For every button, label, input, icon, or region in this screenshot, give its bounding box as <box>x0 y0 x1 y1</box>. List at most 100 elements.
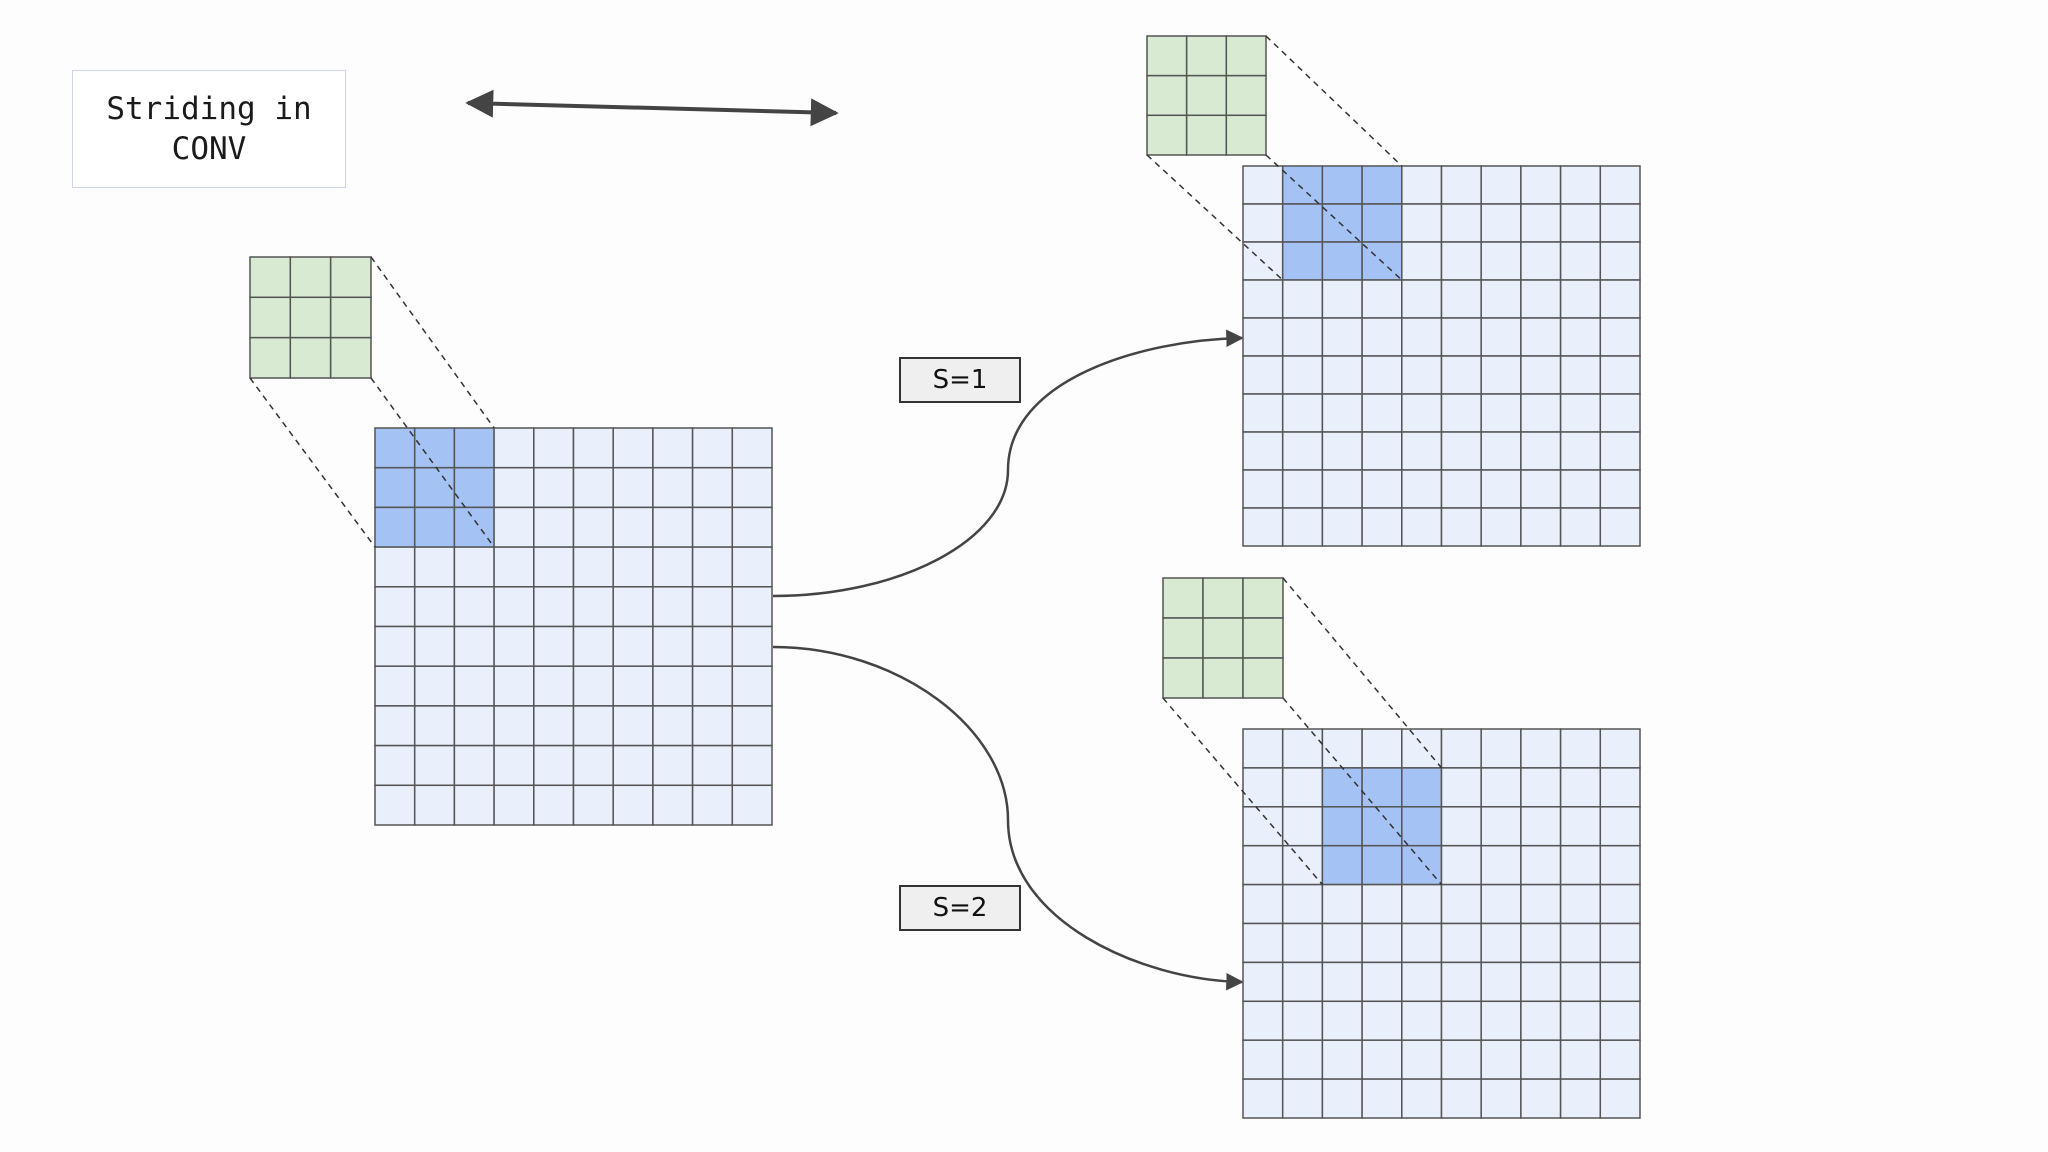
kernel-cell <box>1202 657 1244 699</box>
grid-cell <box>1281 767 1324 808</box>
highlighted-cell <box>1321 806 1363 847</box>
grid-cell <box>1520 165 1562 205</box>
projection-line <box>1282 577 1443 769</box>
kernel-cell <box>249 256 292 299</box>
grid-cell <box>1281 922 1324 964</box>
grid-cell <box>572 546 614 588</box>
grid-cell <box>612 466 654 509</box>
double-arrow <box>465 89 839 127</box>
grid-cell <box>1480 241 1522 281</box>
grid-cell <box>691 546 734 588</box>
grid-cell <box>612 784 654 826</box>
grid-cell <box>1242 165 1284 205</box>
grid-cell <box>1520 469 1562 509</box>
kernel-cell <box>1146 74 1188 117</box>
output-grid-stride-one <box>1146 35 1641 547</box>
grid-cell <box>731 546 773 588</box>
grid-cell <box>652 784 694 826</box>
grid-cell <box>1242 279 1284 319</box>
grid-cell <box>1281 1078 1324 1119</box>
grid-cell <box>1242 393 1284 433</box>
grid-cell <box>1242 1000 1284 1041</box>
grid-cell <box>1599 883 1641 925</box>
grid-cell <box>1520 728 1562 769</box>
grid-cell <box>1401 728 1443 769</box>
grid-cell <box>1559 431 1602 471</box>
grid-cell <box>1480 317 1522 357</box>
grid-cell <box>1480 507 1522 547</box>
stride-one-label: S=1 <box>899 357 1021 403</box>
highlighted-cell <box>1401 767 1443 808</box>
kernel-cell <box>329 256 372 299</box>
grid-cell <box>1520 961 1562 1003</box>
grid-cell <box>731 625 773 667</box>
grid-cell <box>731 466 773 509</box>
grid-cell <box>1281 317 1324 357</box>
grid-cell <box>493 586 535 628</box>
grid-cell <box>1401 961 1443 1003</box>
highlighted-cell <box>413 466 456 509</box>
grid-cell <box>1401 431 1443 471</box>
grid-cell <box>453 665 495 707</box>
grid-cell <box>493 427 535 469</box>
grid-cell <box>572 466 614 509</box>
grid-cell <box>374 744 416 787</box>
grid-cell <box>1440 393 1482 433</box>
grid-cell <box>1599 767 1641 808</box>
grid-cell <box>652 744 694 787</box>
highlighted-cell <box>374 466 416 509</box>
grid-cell <box>1520 767 1562 808</box>
kernel-cell <box>329 336 372 379</box>
grid-cell <box>1559 165 1602 205</box>
grid-cell <box>1559 469 1602 509</box>
highlighted-cell <box>1401 806 1443 847</box>
grid-cell <box>1401 469 1443 509</box>
grid-cell <box>1281 883 1324 925</box>
grid-cell <box>1321 507 1363 547</box>
grid-cell <box>1281 844 1324 886</box>
grid-cell <box>1440 844 1482 886</box>
grid-cell <box>1440 922 1482 964</box>
grid-cell <box>1559 1078 1602 1119</box>
kernel-cell <box>289 296 332 339</box>
grid-cell <box>374 705 416 747</box>
grid-cell <box>1520 431 1562 471</box>
grid-cell <box>652 427 694 469</box>
highlighted-cell <box>1321 767 1363 808</box>
grid-cell <box>453 586 495 628</box>
grid-cell <box>533 625 575 667</box>
grid-cell <box>1440 1000 1482 1041</box>
projection-line <box>370 256 495 429</box>
highlighted-cell <box>413 427 456 469</box>
grid-cell <box>1520 355 1562 395</box>
grid-cell <box>1440 203 1482 243</box>
grid-cell <box>413 705 456 747</box>
grid-cell <box>493 625 535 667</box>
highlighted-cell <box>1361 767 1403 808</box>
grid-cell <box>1520 317 1562 357</box>
grid-cell <box>1480 922 1522 964</box>
grid-cell <box>1480 355 1522 395</box>
grid-cell <box>1520 507 1562 547</box>
grid-cell <box>1599 922 1641 964</box>
grid-cell <box>1401 1000 1443 1041</box>
grid-cell <box>1321 1078 1363 1119</box>
grid-cell <box>1361 1078 1403 1119</box>
grid-cell <box>1599 728 1641 769</box>
grid-cell <box>1361 355 1403 395</box>
kernel-cell <box>1162 617 1204 659</box>
grid-cell <box>1480 279 1522 319</box>
grid-cell <box>1440 317 1482 357</box>
grid-cell <box>1242 806 1284 847</box>
grid-cell <box>1401 1078 1443 1119</box>
grid-cell <box>1440 806 1482 847</box>
grid-cell <box>1599 279 1641 319</box>
grid-cell <box>1480 469 1522 509</box>
grid-cell <box>413 625 456 667</box>
grid-cell <box>1361 279 1403 319</box>
grid-cell <box>1281 1000 1324 1041</box>
grid-cell <box>1559 241 1602 281</box>
grid-cell <box>572 705 614 747</box>
grid-cell <box>1321 883 1363 925</box>
projection-line <box>1162 697 1323 886</box>
